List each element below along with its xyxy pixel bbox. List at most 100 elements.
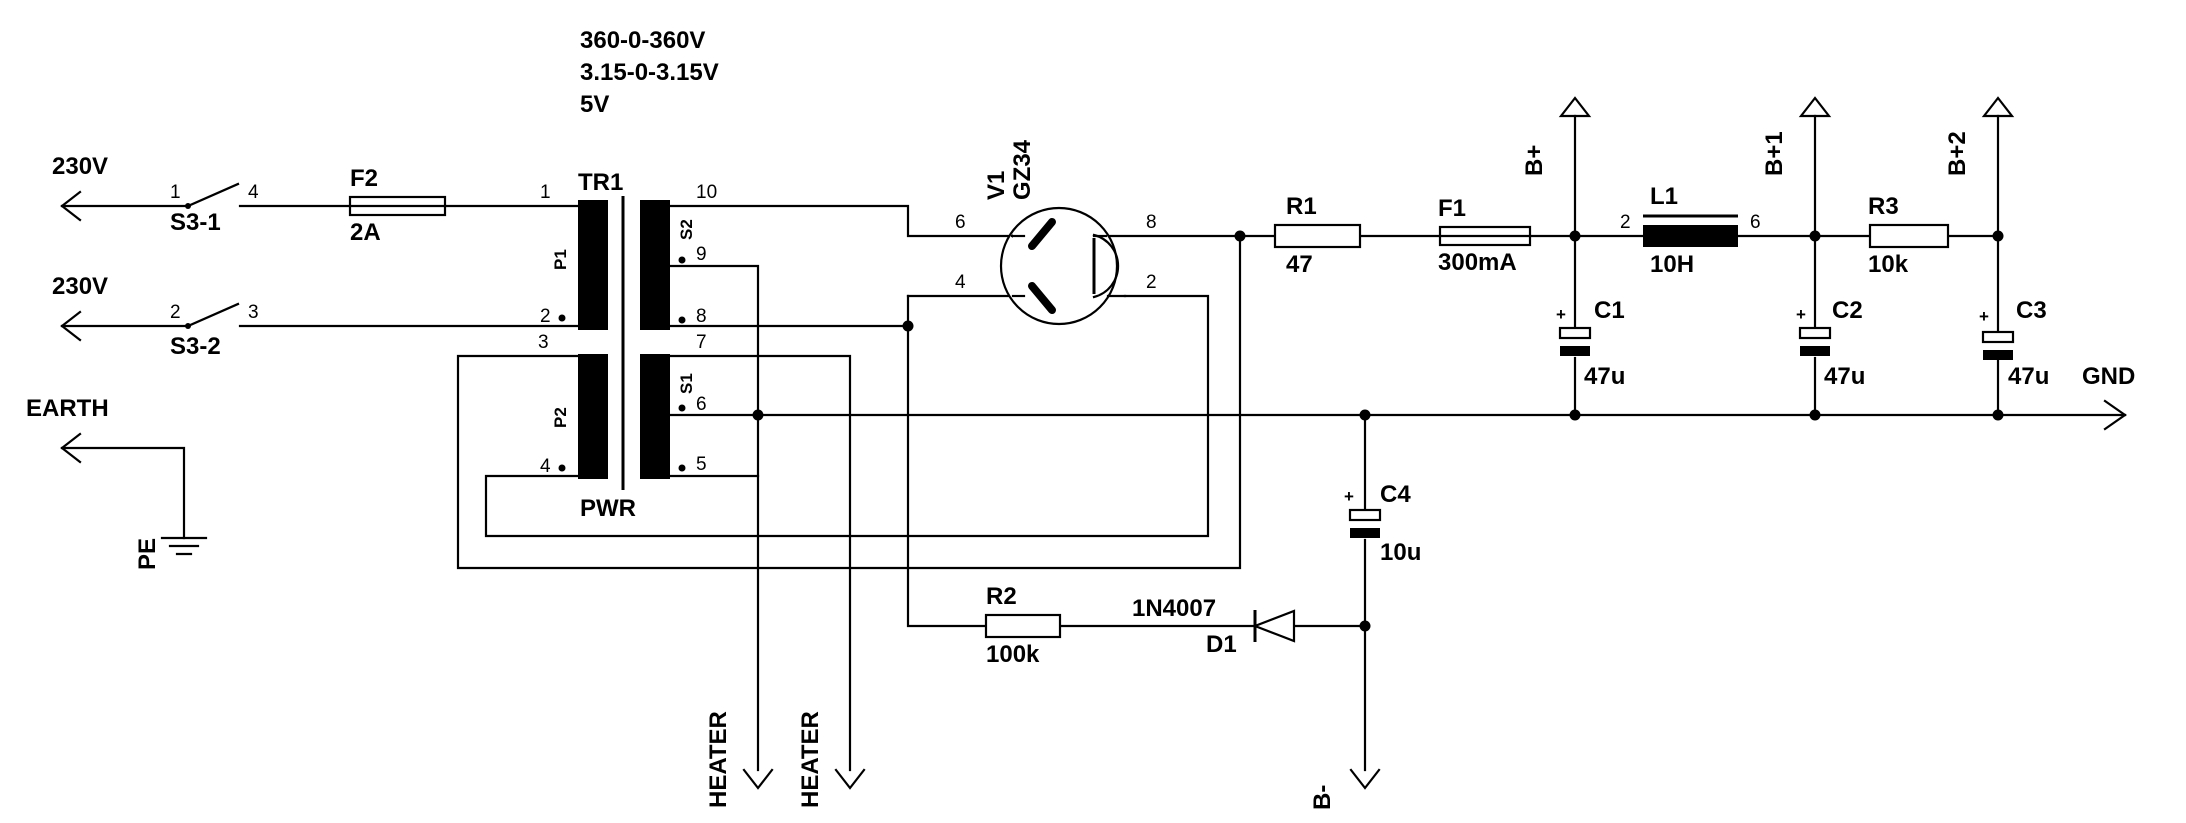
pin-tr-8: 8 <box>696 306 707 327</box>
rating-5v: 5V <box>580 91 609 118</box>
diode-ref: D1 <box>1206 631 1237 658</box>
resistor-r2-value: 100k <box>986 641 1040 668</box>
transformer-ref: TR1 <box>578 169 623 196</box>
switch-s3-1-ref: S3-1 <box>170 209 221 236</box>
label-bminus: B- <box>1309 785 1336 810</box>
label-pe: PE <box>134 538 161 570</box>
pe-ground-symbol <box>160 536 208 556</box>
fuse-f1-ref: F1 <box>1438 195 1466 222</box>
pin-tr-10: 10 <box>696 182 717 203</box>
pin-tr-1: 1 <box>540 182 551 203</box>
tube-pin-4: 4 <box>955 272 966 293</box>
label-gnd: GND <box>2082 363 2135 390</box>
capacitor-c3-value: 47u <box>2008 363 2049 390</box>
resistor-r1 <box>1273 223 1362 249</box>
arrow-earth <box>60 432 82 464</box>
switch-s3-2 <box>185 302 240 329</box>
winding-s1 <box>640 354 670 479</box>
capacitor-c2 <box>1798 326 1832 356</box>
resistor-r3-value: 10k <box>1868 251 1909 278</box>
arrow-heater-1 <box>742 768 774 790</box>
capacitor-c4 <box>1348 508 1382 538</box>
label-p2: P2 <box>551 407 570 428</box>
label-230v-l1: 230V <box>52 153 108 180</box>
inductor-value: 10H <box>1650 251 1694 278</box>
tube-pin-6: 6 <box>955 212 966 233</box>
inductor-l1 <box>1643 214 1738 247</box>
pin-tr-5: 5 <box>696 454 707 475</box>
capacitor-c4-value: 10u <box>1380 539 1421 566</box>
switch-s3-1-pin-a: 1 <box>170 182 181 203</box>
capacitor-c2-plus: + <box>1796 305 1806 324</box>
switch-s3-2-pin-a: 2 <box>170 302 181 323</box>
fuse-f1 <box>1438 225 1532 247</box>
resistor-r1-ref: R1 <box>1286 193 1317 220</box>
pin-tr-7: 7 <box>696 332 707 353</box>
fuse-f2 <box>348 195 447 217</box>
diode-d1 <box>1251 609 1296 643</box>
transformer-value: PWR <box>580 495 636 522</box>
label-bplus: B+ <box>1521 145 1548 176</box>
fuse-f2-value: 2A <box>350 219 381 246</box>
resistor-r2 <box>984 613 1062 639</box>
fuse-f1-value: 300mA <box>1438 249 1517 276</box>
winding-p2 <box>578 354 608 479</box>
arrow-bplus1 <box>1798 96 1832 118</box>
label-p1: P1 <box>551 249 570 270</box>
winding-s2 <box>640 200 670 330</box>
label-earth: EARTH <box>26 395 109 422</box>
capacitor-c4-plus: + <box>1344 487 1354 506</box>
capacitor-c4-ref: C4 <box>1380 481 1411 508</box>
label-heater-2: HEATER <box>797 711 824 808</box>
wires <box>60 114 2127 772</box>
arrow-bplus <box>1558 96 1592 118</box>
pin-tr-6: 6 <box>696 394 707 415</box>
rating-heater: 3.15-0-3.15V <box>580 59 719 86</box>
arrow-heater-2 <box>834 768 866 790</box>
tube-pin-2: 2 <box>1146 272 1157 293</box>
inductor-ref: L1 <box>1650 183 1678 210</box>
tube-pin-8: 8 <box>1146 212 1157 233</box>
arrow-230v-l2 <box>60 310 82 342</box>
label-230v-l2: 230V <box>52 273 108 300</box>
switch-s3-1-pin-b: 4 <box>248 182 259 203</box>
resistor-r3-ref: R3 <box>1868 193 1899 220</box>
capacitor-c3-plus: + <box>1979 307 1989 326</box>
capacitor-c1 <box>1558 326 1592 356</box>
capacitor-c1-ref: C1 <box>1594 297 1625 324</box>
fuse-f2-ref: F2 <box>350 165 378 192</box>
resistor-r2-ref: R2 <box>986 583 1017 610</box>
rating-hv: 360-0-360V <box>580 27 705 54</box>
arrow-bminus <box>1349 768 1381 790</box>
resistor-r3 <box>1868 223 1950 249</box>
label-s2: S2 <box>677 219 696 240</box>
capacitor-c1-plus: + <box>1556 305 1566 324</box>
pin-tr-2: 2 <box>540 306 551 327</box>
arrow-gnd <box>2103 399 2127 431</box>
junctions <box>752 230 2004 632</box>
rectifier-tube-v1 <box>999 206 1127 326</box>
resistor-r1-value: 47 <box>1286 251 1313 278</box>
transformer-tr1 <box>558 196 686 490</box>
switch-s3-1 <box>185 182 240 209</box>
pin-tr-9: 9 <box>696 244 707 265</box>
winding-p1 <box>578 200 608 330</box>
arrow-230v-l1 <box>60 190 82 222</box>
switch-s3-2-pin-b: 3 <box>248 302 259 323</box>
capacitor-c2-ref: C2 <box>1832 297 1863 324</box>
label-s1: S1 <box>677 373 696 394</box>
label-bplus1: B+1 <box>1761 131 1788 176</box>
terminal-arrows <box>60 96 2127 790</box>
pin-tr-4: 4 <box>540 456 551 477</box>
capacitor-c2-value: 47u <box>1824 363 1865 390</box>
label-heater-1: HEATER <box>705 711 732 808</box>
capacitor-c1-value: 47u <box>1584 363 1625 390</box>
diode-value: 1N4007 <box>1132 595 1216 622</box>
capacitor-c3-ref: C3 <box>2016 297 2047 324</box>
arrow-bplus2 <box>1981 96 2015 118</box>
switch-s3-2-ref: S3-2 <box>170 333 221 360</box>
tube-value: GZ34 <box>1009 139 1036 200</box>
inductor-pin-6: 6 <box>1750 212 1761 233</box>
label-bplus2: B+2 <box>1944 131 1971 176</box>
